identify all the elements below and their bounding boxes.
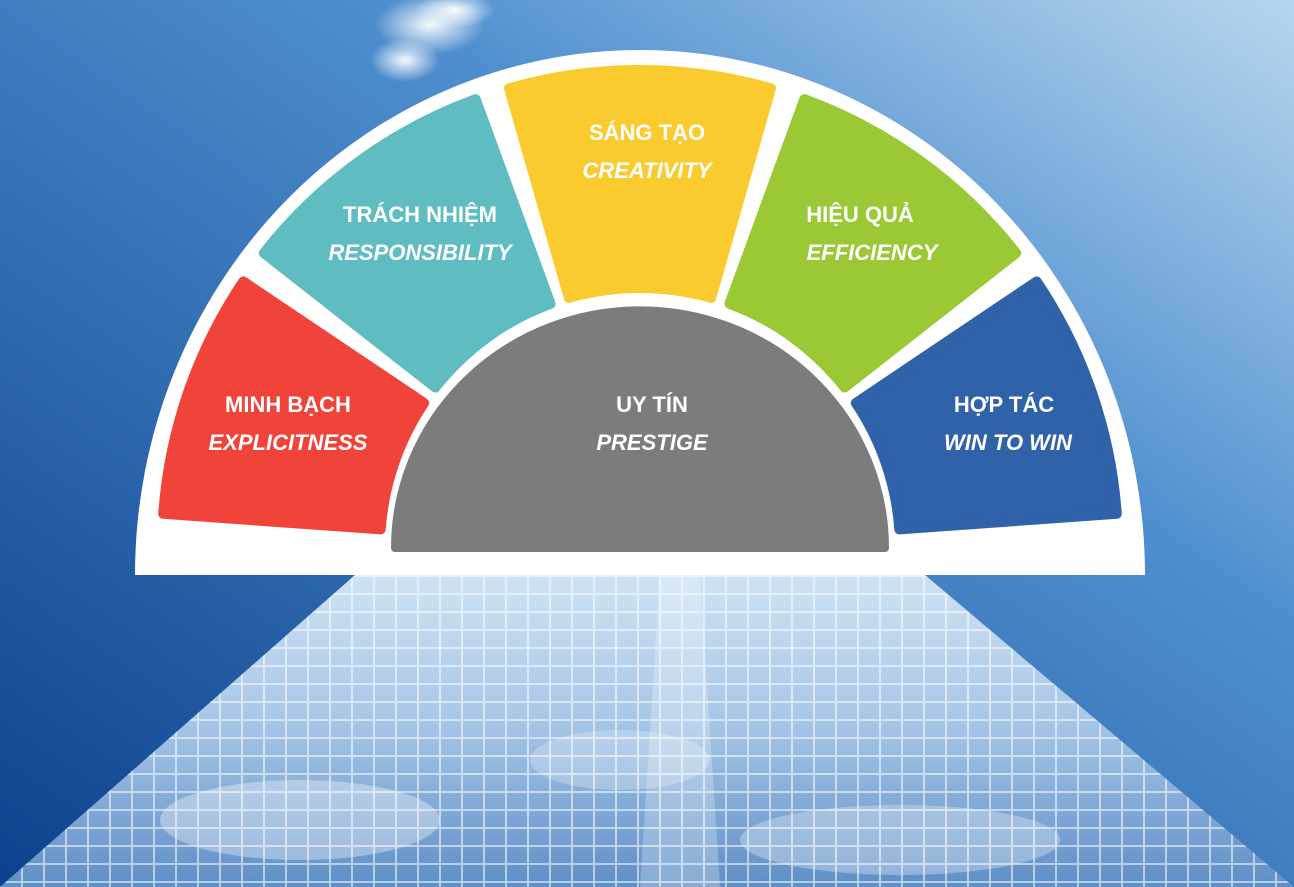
segment-subtitle-responsibility: RESPONSIBILITY: [328, 240, 514, 265]
center-subtitle: PRESTIGE: [596, 430, 709, 455]
segment-subtitle-explicitness: EXPLICITNESS: [209, 430, 368, 455]
segment-win-to-win: [850, 276, 1122, 535]
segment-title-win-to-win: HỢP TÁC: [954, 392, 1054, 417]
center-segment: [391, 306, 889, 552]
segments-layer: [158, 65, 1122, 535]
segment-responsibility: [258, 94, 556, 393]
segment-subtitle-efficiency: EFFICIENCY: [807, 240, 940, 265]
segment-label-responsibility: TRÁCH NHIỆM RESPONSIBILITY: [328, 202, 514, 265]
cloud-decoration: [370, 0, 495, 82]
segment-explicitness: [158, 276, 430, 535]
center-title: UY TÍN: [616, 392, 688, 417]
segment-label-win-to-win: HỢP TÁC WIN TO WIN: [944, 392, 1073, 455]
segment-title-efficiency: HIỆU QUẢ: [806, 202, 914, 227]
center-label: UY TÍN PRESTIGE: [596, 392, 709, 455]
segment-efficiency: [724, 94, 1022, 393]
segment-title-explicitness: MINH BẠCH: [225, 392, 351, 417]
segment-label-efficiency: HIỆU QUẢ EFFICIENCY: [806, 202, 939, 265]
segment-title-responsibility: TRÁCH NHIỆM: [343, 202, 497, 227]
segment-title-creativity: SÁNG TẠO: [589, 120, 705, 145]
skyscraper-image: [0, 575, 1294, 887]
segment-subtitle-creativity: CREATIVITY: [582, 158, 713, 183]
segment-creativity: [504, 65, 776, 303]
segment-label-creativity: SÁNG TẠO CREATIVITY: [582, 120, 713, 183]
segment-label-explicitness: MINH BẠCH EXPLICITNESS: [209, 392, 368, 455]
segment-subtitle-win-to-win: WIN TO WIN: [944, 430, 1073, 455]
